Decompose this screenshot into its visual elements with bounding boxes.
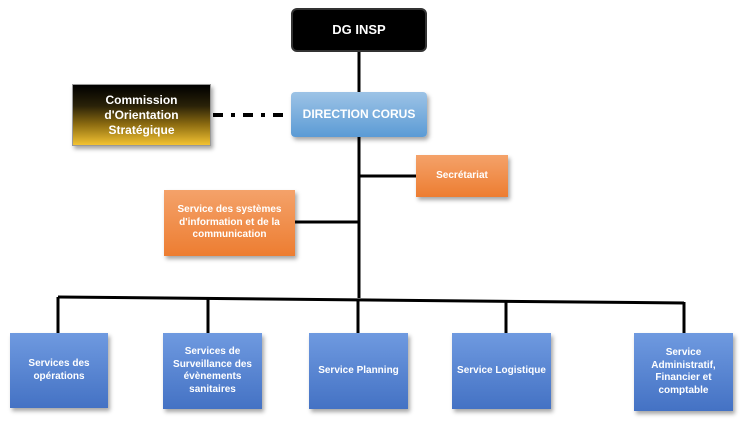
node-service-logistique-label: Service Logistique — [457, 364, 546, 376]
node-direction-corus-label: DIRECTION CORUS — [302, 107, 416, 121]
node-dg-insp: DG INSP — [291, 8, 427, 52]
node-service-surveillance: Services de Surveillance des évènements … — [163, 333, 262, 409]
node-service-logistique: Service Logistique — [452, 333, 551, 409]
node-service-administratif: Service Administratif, Financier et comp… — [634, 333, 733, 411]
node-secretariat: Secrétariat — [416, 155, 508, 197]
node-service-planning: Service Planning — [309, 333, 408, 409]
node-secretariat-label: Secrétariat — [436, 169, 488, 181]
node-commission-line-1: Commission — [105, 92, 178, 107]
node-ssic-label: Service des systèmes d'information et de… — [177, 204, 282, 241]
connector-services-bus — [57, 295, 685, 305]
node-dg-insp-label: DG INSP — [332, 21, 386, 37]
node-ssic: Service des systèmes d'information et de… — [164, 190, 295, 256]
node-service-planning-label: Service Planning — [318, 364, 399, 376]
node-commission-line-2: d'Orientation — [104, 107, 179, 122]
node-service-surveillance-label: Services de Surveillance des évènements … — [173, 346, 252, 395]
node-commission-line-3: Stratégique — [108, 122, 175, 137]
node-service-administratif-label: Service Administratif, Financier et comp… — [651, 347, 716, 396]
node-service-operations-label: Services des opérations — [28, 358, 90, 382]
node-commission: Commission d'Orientation Stratégique — [72, 84, 211, 146]
node-direction-corus: DIRECTION CORUS — [291, 92, 427, 137]
node-service-operations: Services des opérations — [10, 333, 108, 408]
